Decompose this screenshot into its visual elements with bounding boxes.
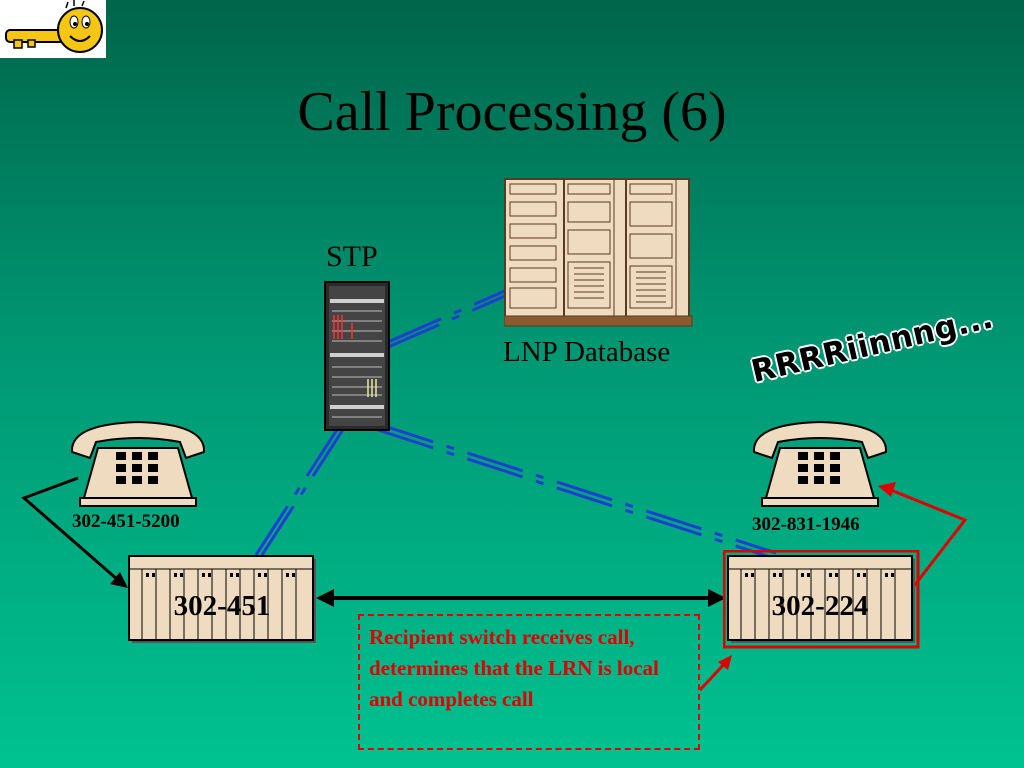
stp-to-originating-switch-link (254, 424, 342, 556)
recipient-switch-icon (722, 549, 921, 655)
trunk-arrow (316, 589, 726, 607)
recipient-number: 302-831-1946 (752, 514, 860, 535)
note-box (358, 614, 700, 750)
database-label: LNP Database (503, 336, 671, 368)
key-logo-icon (0, 0, 106, 58)
stp-rack-icon (324, 281, 390, 436)
stp-label: STP (326, 240, 378, 273)
recipient-telephone-icon (750, 418, 890, 515)
ring-path (885, 486, 968, 587)
stp-to-recipient-switch-link (377, 422, 777, 555)
slide-title: Call Processing (6) (297, 81, 727, 143)
stp-to-originating-switch-link (260, 424, 348, 556)
database-server-icon (503, 178, 694, 333)
stp-to-recipient-switch-link (377, 428, 777, 561)
originating-switch-label: 302-451 (173, 590, 271, 622)
caller-telephone-icon (68, 418, 208, 515)
stp-to-database-link (387, 288, 508, 344)
stp-to-database-link (385, 294, 506, 350)
recipient-switch-label: 302-224 (771, 590, 869, 622)
note-text: Recipient switch receives call, determin… (369, 625, 659, 711)
caller-number: 302-451-5200 (72, 511, 180, 532)
caller-line (21, 476, 128, 588)
originating-switch-icon (128, 555, 318, 650)
